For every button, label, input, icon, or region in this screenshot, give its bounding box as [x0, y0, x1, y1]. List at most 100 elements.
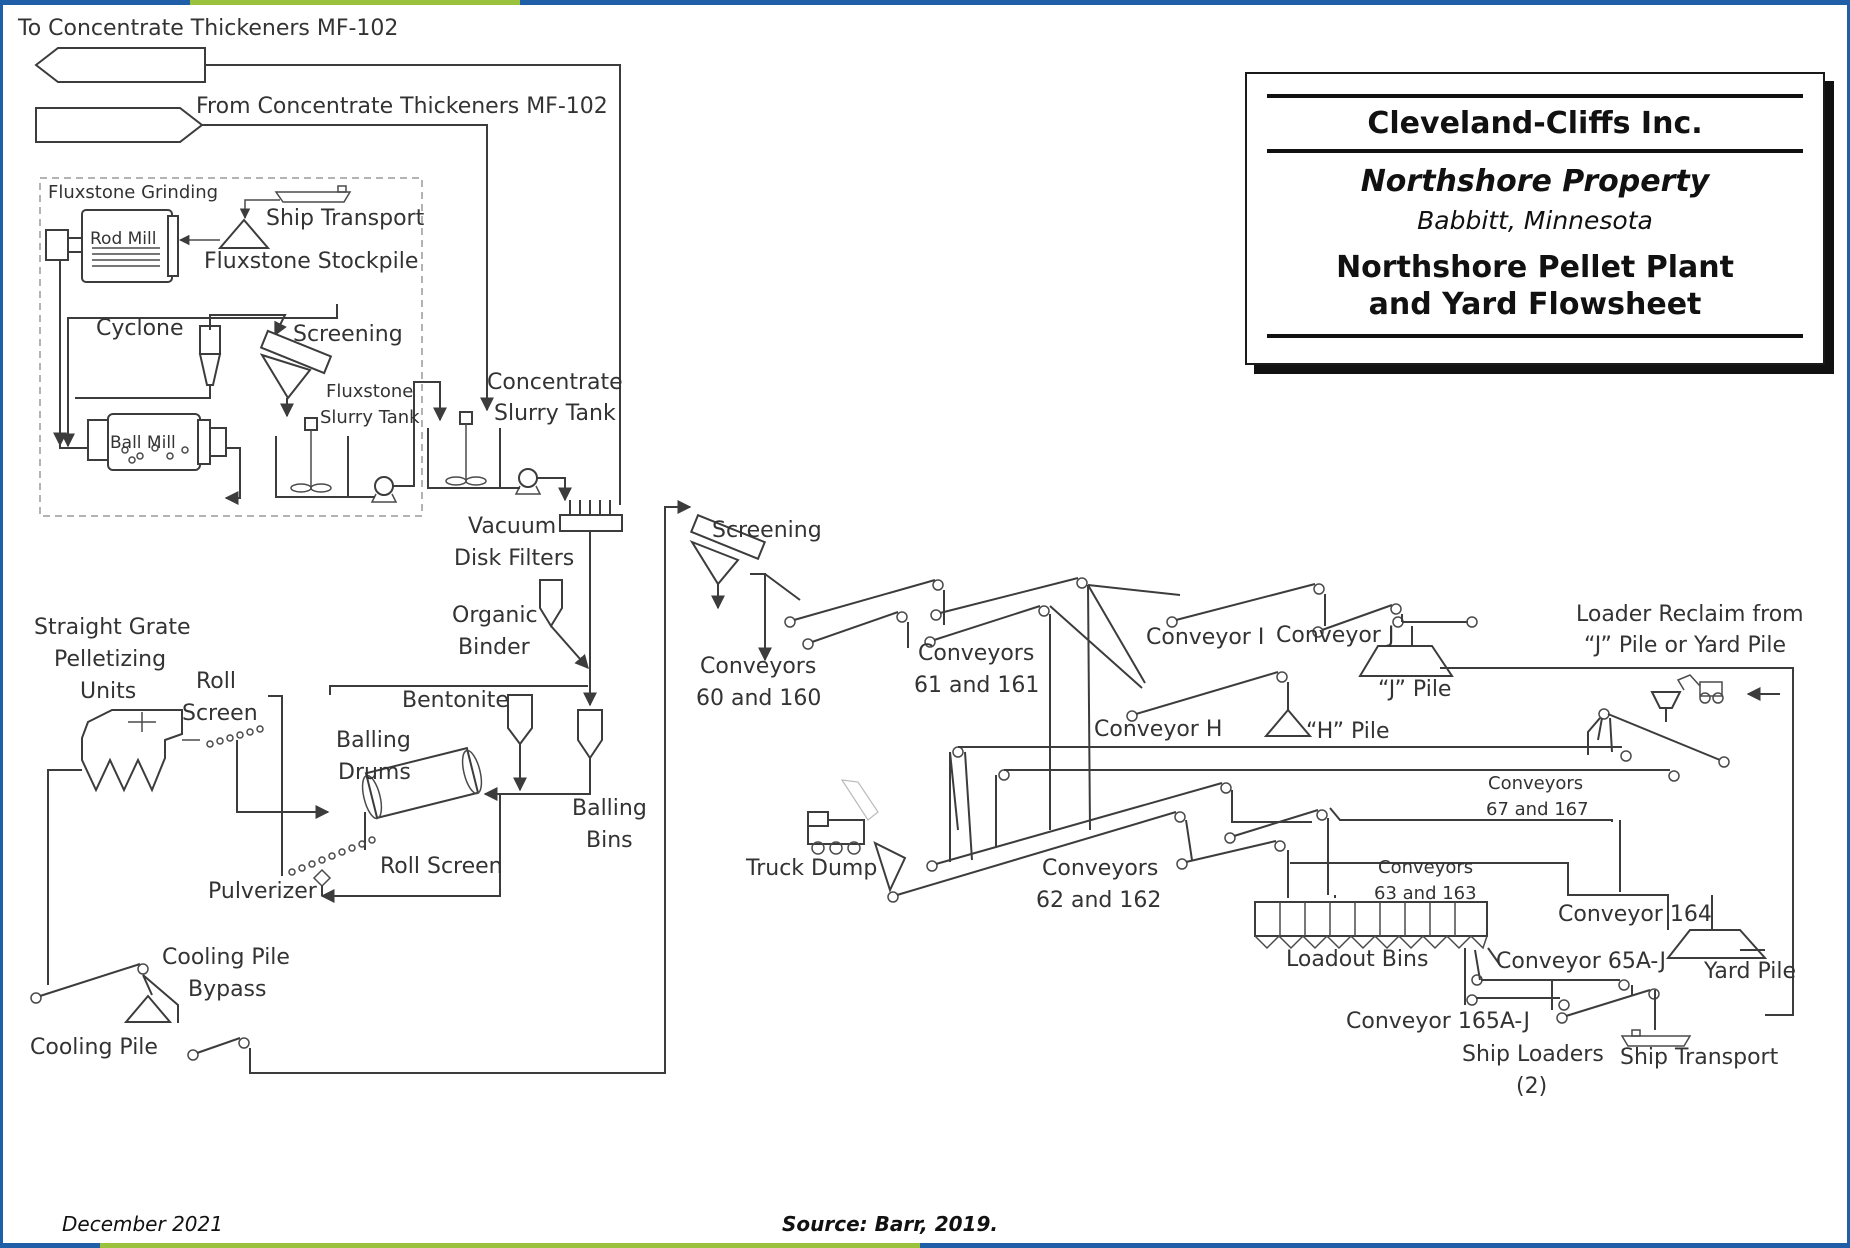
ship-loader-icon: [1556, 988, 1660, 1024]
label-vacuum-1: Vacuum: [468, 514, 556, 539]
label-j-pile: “J” Pile: [1378, 677, 1451, 702]
ship-transport-bottom-icon: [1620, 1029, 1692, 1047]
yard-pile-icon: [1665, 929, 1768, 959]
figure-title-line2: and Yard Flowsheet: [1368, 287, 1702, 322]
conveyor-61-icon: [924, 577, 1088, 648]
ship-transport-top-icon: [274, 185, 352, 203]
pelletizing-unit-icon: [81, 709, 200, 793]
bottom-accent: [100, 1243, 920, 1248]
label-balling-drums-2: Drums: [338, 760, 411, 785]
footer-source: Source: Barr, 2019.: [782, 1212, 998, 1236]
label-conv-63-2: 63 and 163: [1374, 883, 1477, 904]
vacuum-disk-filters-icon: [559, 500, 623, 532]
label-ship-loaders-2: (2): [1516, 1074, 1547, 1099]
label-sgp-1: Straight Grate: [34, 615, 191, 640]
conveyor-60-icon: [784, 579, 944, 650]
label-ship-transport-top: Ship Transport: [266, 206, 425, 231]
label-sgp-2: Pelletizing: [54, 647, 166, 672]
label-conveyor-164: Conveyor 164: [1558, 902, 1712, 927]
conveyor-165-icon: [1466, 994, 1570, 1011]
loadout-bins-icon: [1254, 901, 1488, 950]
title-block: Cleveland-Cliffs Inc. Northshore Propert…: [1245, 72, 1825, 365]
label-fluxstone-slurry-1: Fluxstone: [326, 381, 413, 402]
label-loadout-bins: Loadout Bins: [1286, 947, 1428, 972]
label-sgp-3: Units: [80, 679, 136, 704]
top-border: [0, 0, 1850, 5]
label-ball-mill: Ball Mill: [110, 433, 176, 453]
conveyor-65-icon: [1471, 974, 1630, 991]
label-loader-1: Loader Reclaim from: [1576, 602, 1804, 627]
label-fluxstone-grinding: Fluxstone Grinding: [48, 182, 218, 203]
label-roll-screen-1: Roll: [196, 669, 236, 694]
footer-date: December 2021: [62, 1212, 223, 1236]
label-pulverizer: Pulverizer: [208, 879, 318, 904]
left-border: [0, 0, 3, 1248]
label-cooling-pile: Cooling Pile: [30, 1035, 158, 1060]
reclaim-conveyor-icon: [1598, 708, 1730, 768]
label-ship-loaders-1: Ship Loaders: [1462, 1042, 1604, 1067]
conveyor-i-icon: [1166, 583, 1325, 628]
label-conv-67-2: 67 and 167: [1486, 799, 1589, 820]
conveyor-j-icon: [1312, 603, 1478, 638]
label-truck-dump: Truck Dump: [745, 856, 877, 881]
slurry-pump-1-icon: [370, 476, 398, 503]
label-conv-67-1: Conveyors: [1488, 773, 1583, 794]
title-rule-mid: [1267, 149, 1803, 153]
cooling-pile-icon: [123, 994, 173, 1023]
label-organic-2: Binder: [458, 635, 531, 660]
organic-binder-icon: [539, 579, 563, 628]
top-accent: [190, 0, 520, 5]
figure-title-line1: Northshore Pellet Plant: [1336, 250, 1734, 285]
label-conveyor-165: Conveyor 165A-J: [1346, 1009, 1530, 1034]
truck-dump-icon: [807, 779, 879, 855]
label-vacuum-2: Disk Filters: [454, 546, 574, 571]
rod-mill-icon: [45, 209, 179, 283]
label-bentonite: Bentonite: [402, 688, 509, 713]
title-rule-bottom: [1267, 334, 1803, 338]
label-ship-transport-bottom: Ship Transport: [1620, 1045, 1779, 1070]
loader-icon: [1676, 674, 1724, 704]
label-cyclone: Cyclone: [96, 316, 184, 341]
label-conveyor-i: Conveyor I: [1146, 625, 1264, 650]
label-conv-63-1: Conveyors: [1378, 857, 1473, 878]
bentonite-icon: [507, 694, 533, 746]
label-balling-bins-2: Bins: [586, 828, 633, 853]
slurry-pump-2-icon: [514, 468, 542, 495]
bottom-border: [0, 1243, 1850, 1248]
label-yard-pile: Yard Pile: [1703, 959, 1796, 984]
label-screening-mid: Screening: [712, 518, 822, 543]
label-to-thickeners: To Concentrate Thickeners MF-102: [17, 16, 398, 41]
ball-mill-icon: [87, 413, 227, 471]
property-name: Northshore Property: [1360, 164, 1710, 199]
label-conv-62-2: 62 and 162: [1036, 888, 1161, 913]
label-fluxstone-stockpile: Fluxstone Stockpile: [204, 249, 418, 274]
label-conv-61-1: Conveyors: [918, 641, 1034, 666]
label-h-pile: “H” Pile: [1306, 719, 1390, 744]
label-roll-screen-2: Screen: [182, 701, 258, 726]
label-organic-1: Organic: [452, 603, 538, 628]
conveyor-63-icon: [1176, 809, 1328, 870]
screening-top-icon: [259, 329, 333, 400]
cooling-conveyor-icon: [30, 963, 149, 1004]
concentrate-slurry-tank-icon: [427, 411, 501, 489]
label-conv-62-1: Conveyors: [1042, 856, 1158, 881]
label-conv-61-2: 61 and 161: [914, 673, 1039, 698]
property-location: Babbitt, Minnesota: [1417, 206, 1653, 235]
roll-screen-lower-icon: [288, 836, 376, 876]
balling-drums-icon: [361, 746, 483, 820]
label-cooling-bypass-1: Cooling Pile: [162, 945, 290, 970]
company-name: Cleveland-Cliffs Inc.: [1367, 106, 1703, 141]
right-border: [1847, 0, 1850, 1248]
label-screening-top: Screening: [293, 322, 403, 347]
fluxstone-slurry-tank-icon: [275, 417, 349, 498]
from-thickeners-pipe: [35, 107, 494, 412]
label-loader-2: “J” Pile or Yard Pile: [1584, 633, 1786, 658]
label-from-thickeners: From Concentrate Thickeners MF-102: [196, 94, 608, 119]
conveyor-67-icon: [952, 746, 1680, 782]
label-cooling-bypass-2: Bypass: [188, 977, 266, 1002]
label-conveyor-j: Conveyor J: [1276, 623, 1394, 648]
label-conv-60-1: Conveyors: [700, 654, 816, 679]
label-roll-screen-lower: Roll Screen: [380, 854, 503, 879]
h-pile-icon: [1263, 708, 1313, 737]
